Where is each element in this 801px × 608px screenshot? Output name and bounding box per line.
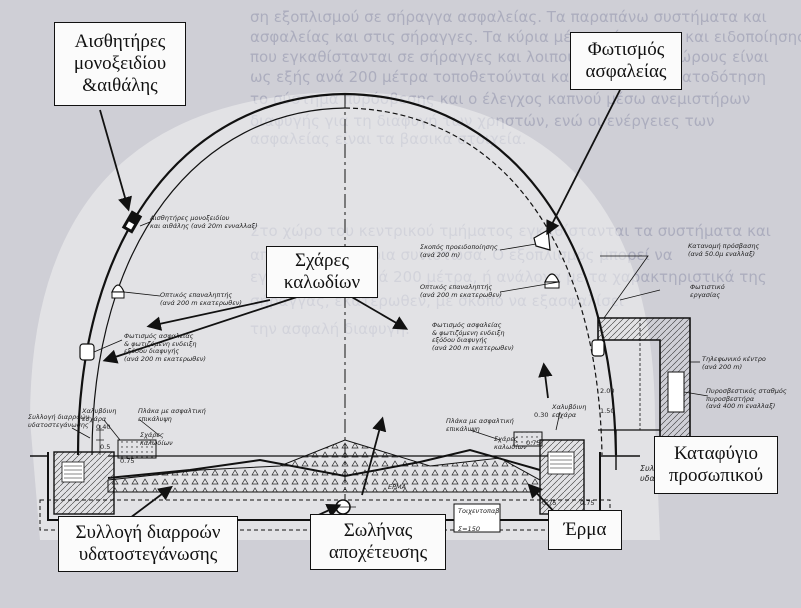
background-text-line: ση εξοπλισμού σε σήραγγα ασφαλείας. Τα π… xyxy=(250,8,767,26)
reflector-left-device xyxy=(111,284,125,299)
label-ballast-small: ΕΡΜΑ xyxy=(388,483,407,491)
arrow-pipe-up xyxy=(361,416,387,496)
arrow-leak-up xyxy=(129,485,173,519)
arrow-lighting-right-up xyxy=(538,362,553,399)
speaker-device xyxy=(533,229,551,251)
dimension-label: 0.75 xyxy=(580,499,595,507)
callout-safety-lighting: Φωτισμός ασφαλείας xyxy=(570,32,682,90)
dimension-label: 0.75 xyxy=(526,439,541,447)
label-reflector-right: Οπτικός επαναληπτής(ανά 200 m εκατερωθεν… xyxy=(420,283,502,299)
callout-ballast: Έρμα xyxy=(548,510,622,550)
left-kerb-block xyxy=(53,451,115,515)
road-surface xyxy=(107,448,541,479)
label-pipe-small: Σ=150 xyxy=(458,525,480,533)
drawing-paper-area xyxy=(30,92,660,540)
callout-leak-collection: Συλλογή διαρροών υδατοστεγάνωσης xyxy=(58,516,238,572)
dimension-label: 1.50 xyxy=(600,407,615,415)
dimension-label: 0.75 xyxy=(542,499,557,507)
tunnel-arch-inner-right xyxy=(344,107,603,456)
dimension-label: 2.00 xyxy=(600,387,615,395)
label-cabinet: Κατανομή πρόσβασης(ανά 50.0μ εναλλαξ) xyxy=(688,242,760,258)
arrow-cable-trays-right xyxy=(349,295,409,330)
callout-cable-trays: Σχάρες καλωδίων xyxy=(266,246,378,298)
arrow-trays-mid-left xyxy=(146,299,271,331)
arrow-safety-lighting xyxy=(546,89,621,236)
callout-smoke-sensors: Αισθητήρες μονοξειδίου &αιθάλης xyxy=(54,22,186,106)
tunnel-arch-inner xyxy=(91,107,346,456)
label-phone: Τηλεφωνικό κέντρο(ανά 200 m) xyxy=(702,355,766,371)
label-lighting-right: Φωτισμός ασφαλείας& φωτιζόμενη ενδειξη ε… xyxy=(432,321,514,352)
safety-lighting-left-device xyxy=(79,343,95,361)
dimension-label: 0.30 xyxy=(534,411,549,419)
arrow-cable-trays-left xyxy=(102,295,301,364)
label-lighting-left: Φωτισμός ασφαλείας& φωτιζόμενη ενδειξη ε… xyxy=(124,332,206,363)
dimension-label: 0.5 xyxy=(100,443,111,451)
smoke-sensor-device xyxy=(121,210,143,234)
callout-drainage-pipe: Σωλήνας αποχέτευσης xyxy=(310,514,446,570)
safety-lighting-right-device xyxy=(591,339,605,357)
label-speaker: Σκοπός προειδοποίησης(ανά 200 m) xyxy=(420,243,498,259)
arrow-smoke-sensors xyxy=(99,109,132,212)
dimension-label: 0.75 xyxy=(120,457,135,465)
label-reflector-left: Οπτικός επαναληπτής(ανά 200 m εκατερωθεν… xyxy=(160,291,242,307)
ballast-fill xyxy=(107,439,541,493)
label-wall-small: Τοιχεντοπαβ xyxy=(458,507,500,515)
dimension-label: 0.40 xyxy=(96,423,111,431)
callout-staff-shelter: Καταφύγιο προσωπικού xyxy=(654,436,778,494)
